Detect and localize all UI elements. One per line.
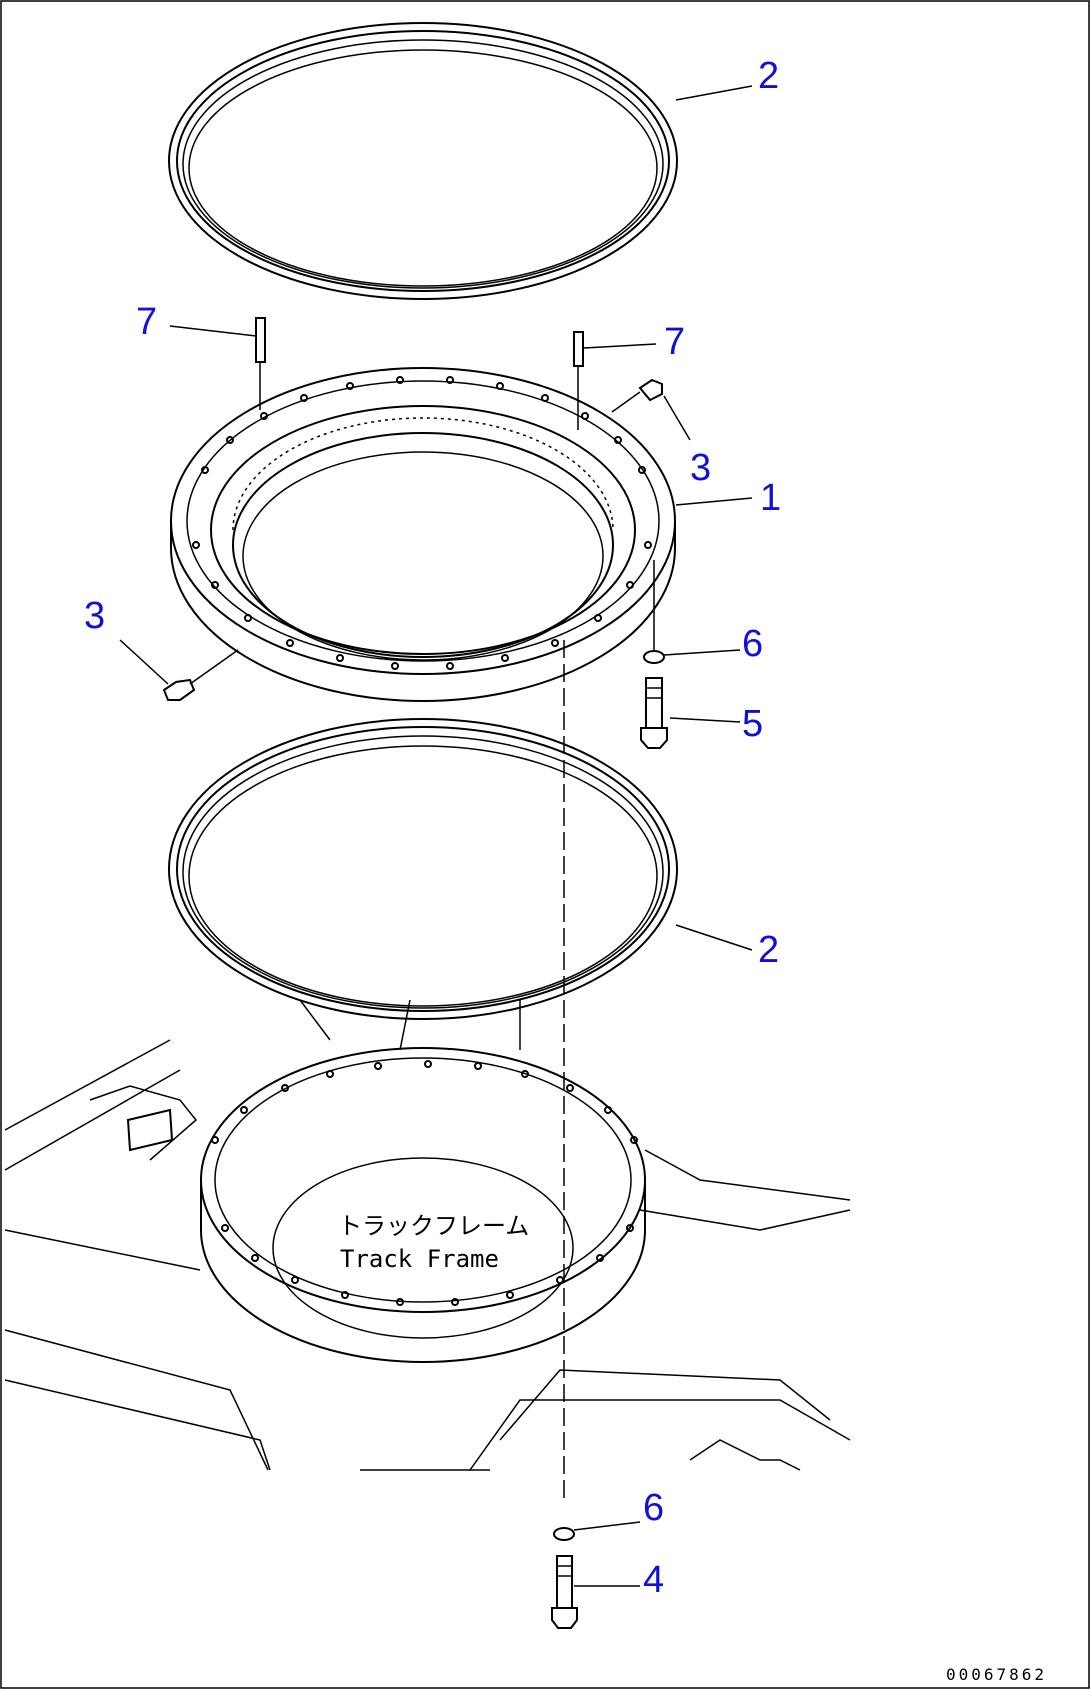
callout-1: 1 (760, 477, 781, 519)
callout-2-bottom: 2 (758, 929, 779, 971)
leader-lines (169, 85, 753, 951)
callout-7-left: 7 (136, 301, 157, 343)
bolt-lower (551, 1555, 640, 1629)
callout-3-left: 3 (84, 595, 105, 637)
track-frame-label-jp: トラックフレーム (338, 1212, 529, 1240)
callout-6-lower: 6 (643, 1487, 664, 1529)
callout-2-top: 2 (758, 55, 779, 97)
washer-lower (553, 1521, 641, 1541)
swing-circle (170, 367, 676, 702)
dowel-pin-right (573, 331, 584, 430)
callout-5: 5 (742, 703, 763, 745)
track-frame: トラックフレーム Track Frame (4, 999, 851, 1471)
drawing-code: 00067862 (946, 1665, 1047, 1684)
callout-4: 4 (643, 1559, 664, 1601)
washer-upper (643, 560, 741, 664)
callout-3-right: 3 (690, 447, 711, 489)
callout-7-right: 7 (664, 321, 685, 363)
callout-6-upper: 6 (742, 623, 763, 665)
grease-fitting-left (119, 639, 239, 701)
grease-fitting-right (611, 378, 691, 441)
seal-ring-lower (168, 718, 678, 1020)
track-frame-label-en: Track Frame (340, 1245, 499, 1273)
bolt-upper (640, 677, 741, 749)
dowel-pin-left (255, 317, 266, 410)
seal-ring-upper (168, 22, 678, 300)
